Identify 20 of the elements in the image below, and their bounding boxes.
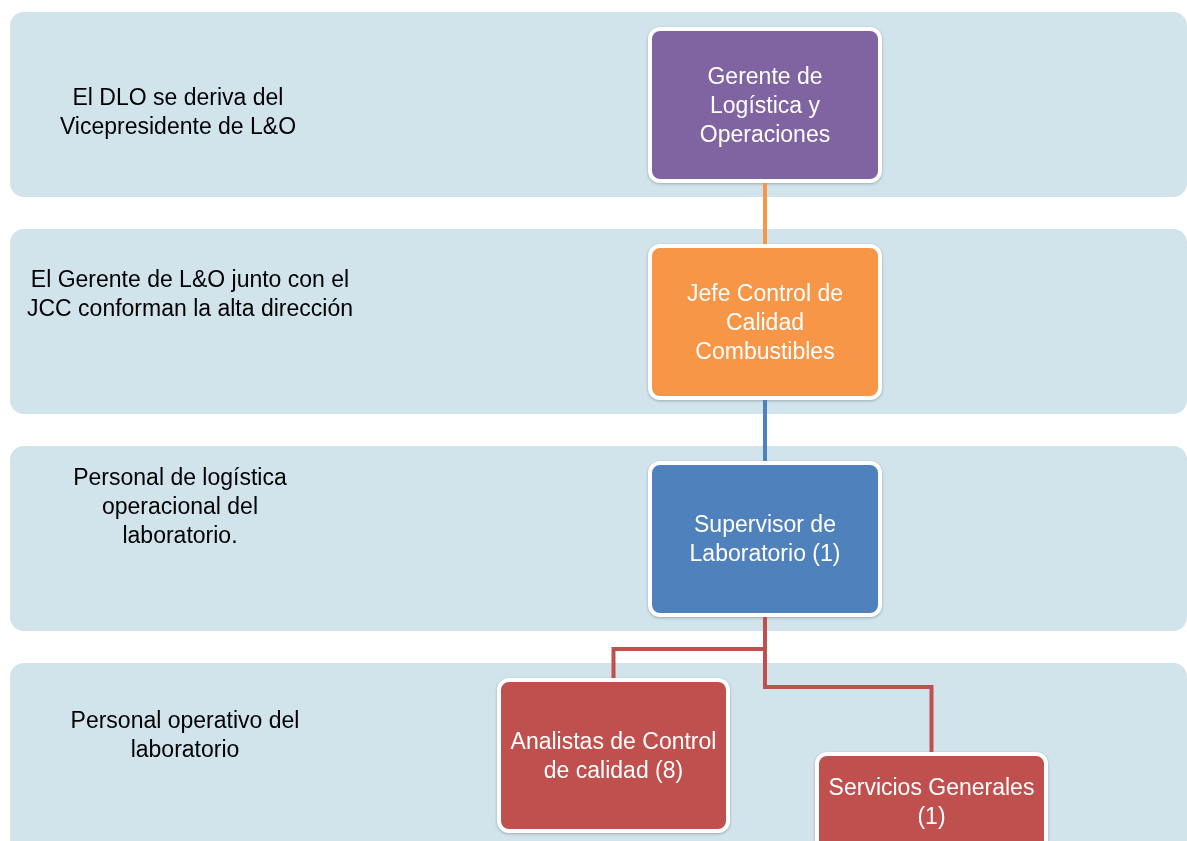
position-box (648, 461, 882, 617)
position-box (497, 678, 730, 833)
position-title: Gerente de Logística y Operaciones (698, 61, 832, 149)
position-title: Servicios Generales (1) (827, 773, 1036, 831)
position-title: Analistas de Control de calidad (8) (509, 726, 718, 785)
level-band (10, 663, 1187, 841)
connector-line (763, 400, 767, 461)
position-box (648, 244, 882, 400)
position-box (815, 752, 1048, 841)
level-band (10, 446, 1187, 631)
level-description: Personal de logística operacional del laboratorio. (72, 462, 288, 550)
level-description: El DLO se deriva del Vicepresidente de L&O (58, 83, 298, 141)
level-band (10, 12, 1187, 197)
position-title: Supervisor de Laboratorio (1) (688, 510, 842, 568)
level-description: Personal operativo del laboratorio (69, 706, 301, 764)
level-band (10, 229, 1187, 414)
position-box (648, 27, 882, 183)
connector-line (763, 183, 767, 244)
level-description: El Gerente de L&O junto con el JCC conforman la alta dirección (26, 265, 354, 323)
position-title: Jefe Control de Calidad Combustibles (686, 278, 844, 366)
